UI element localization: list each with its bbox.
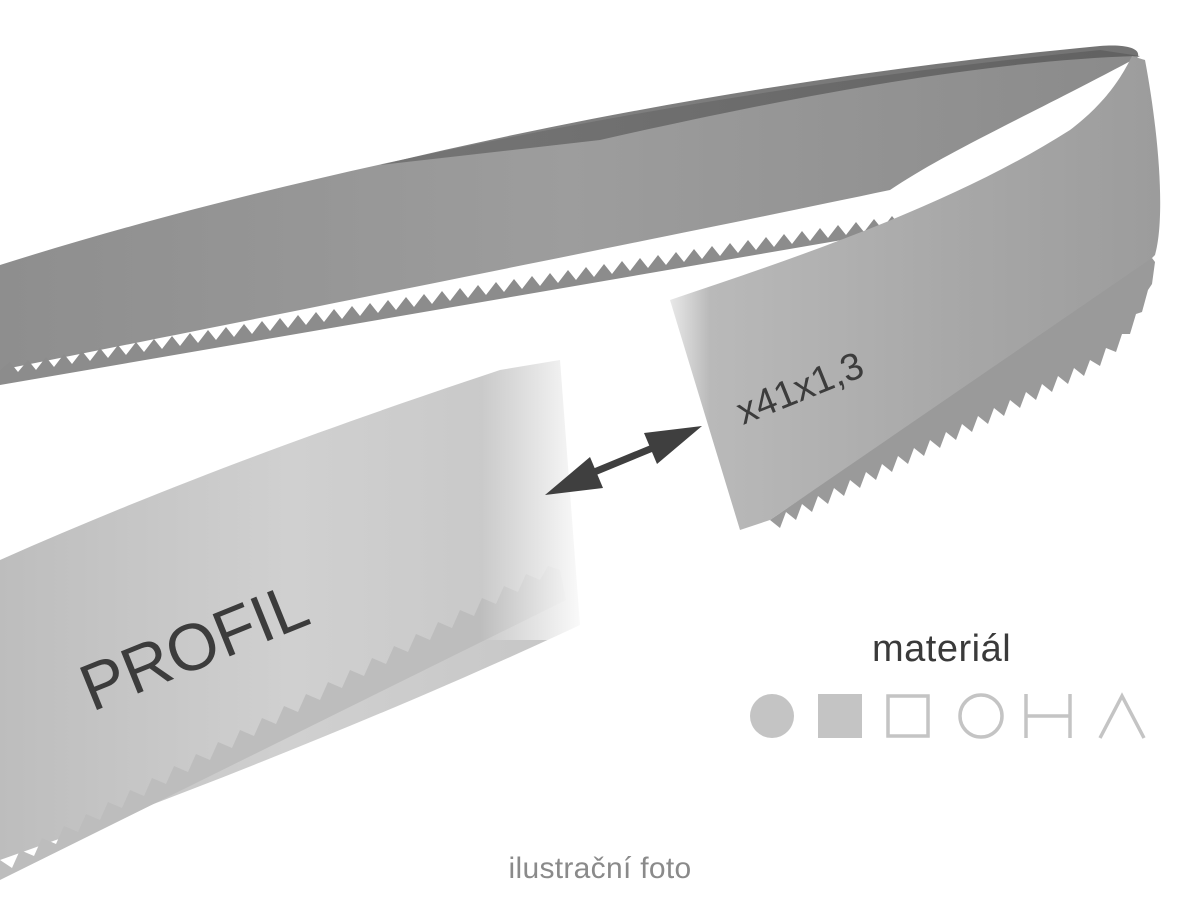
filled-circle-icon	[750, 694, 794, 738]
h-beam-icon	[1024, 694, 1072, 738]
illustration-caption: ilustrační foto	[508, 852, 692, 885]
blade-front-section	[0, 360, 580, 860]
angle-icon	[1098, 692, 1146, 739]
material-legend: materiál	[748, 628, 1158, 748]
blade-right-section	[670, 56, 1161, 530]
material-title: materiál	[872, 628, 1012, 670]
blade-back-section	[0, 50, 1140, 370]
material-icons	[750, 692, 1146, 739]
blade-back-teeth	[0, 216, 900, 385]
gap-arrow-icon	[545, 426, 702, 495]
outline-square-icon	[886, 694, 930, 738]
blade-front-teeth	[0, 566, 566, 880]
outline-circle-icon	[958, 693, 1004, 739]
filled-square-icon	[818, 694, 862, 738]
blade-inner-strip	[380, 45, 1139, 165]
blade-right-teeth	[770, 258, 1155, 528]
